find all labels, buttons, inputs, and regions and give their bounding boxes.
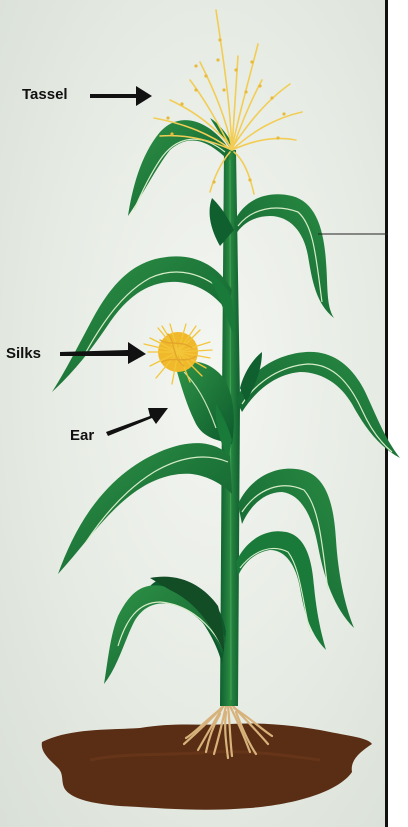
arrow-icon bbox=[90, 86, 152, 106]
label-silks: Silks bbox=[6, 345, 41, 362]
arrow-icon bbox=[106, 408, 168, 436]
label-tassel: Tassel bbox=[22, 86, 68, 103]
label-ear: Ear bbox=[70, 427, 94, 444]
